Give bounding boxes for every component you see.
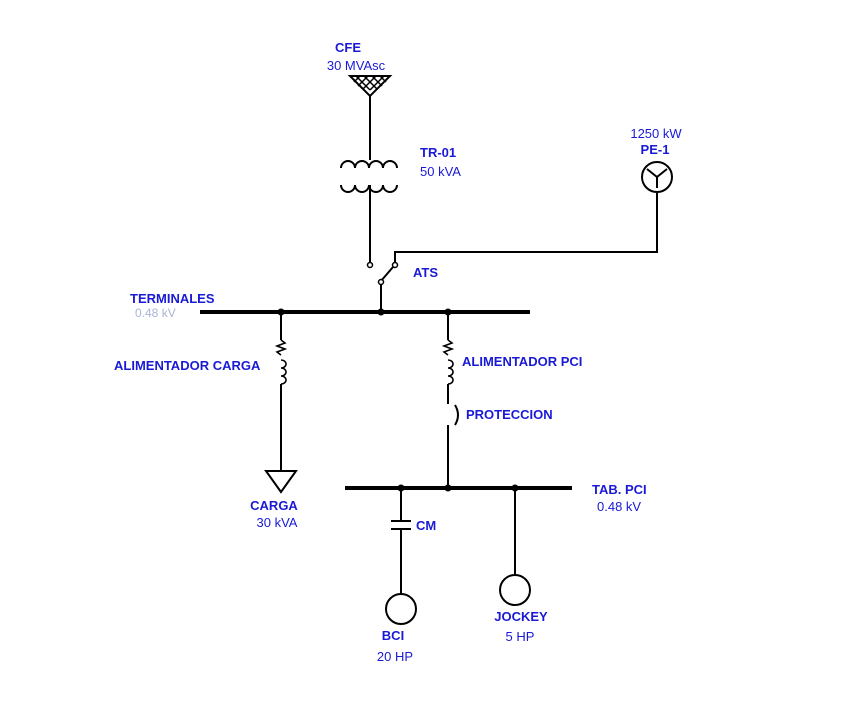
source-name: CFE — [335, 40, 361, 55]
protection-label: PROTECCION — [466, 407, 553, 422]
motor-bci-name: BCI — [382, 628, 404, 643]
generator-rating: 1250 kW — [630, 126, 682, 141]
feeder-load-name: ALIMENTADOR CARGA — [114, 358, 261, 373]
utility-source-symbol[interactable] — [347, 75, 393, 98]
feeder-pci-name: ALIMENTADOR PCI — [462, 354, 582, 369]
load-symbol[interactable] — [264, 470, 298, 494]
motor-bci-symbol[interactable] — [385, 593, 417, 625]
motor-bci-rating: 20 HP — [377, 649, 413, 664]
transformer-name: TR-01 — [420, 145, 456, 160]
pci-bus-voltage: 0.48 kV — [597, 499, 641, 514]
motor-jockey-rating: 5 HP — [506, 629, 535, 644]
feeder-pci-cable-symbol[interactable] — [441, 339, 455, 385]
protection-breaker-symbol[interactable] — [454, 404, 459, 426]
feeder-load-cable-symbol[interactable] — [274, 339, 288, 385]
motor-jockey-symbol[interactable] — [499, 574, 531, 606]
load-name: CARGA — [250, 498, 298, 513]
load-rating: 30 kVA — [257, 515, 298, 530]
main-bus-node-ats — [377, 308, 385, 316]
pci-bus-node-feeder — [444, 484, 452, 492]
main-bus-voltage: 0.48 kV — [135, 306, 176, 320]
ats-switch-symbol[interactable] — [366, 261, 399, 286]
ats-label: ATS — [413, 265, 438, 280]
motor-jockey-name: JOCKEY — [494, 609, 548, 624]
generator-conductor — [394, 192, 658, 262]
generator-symbol[interactable] — [641, 161, 673, 193]
capacitor-symbol[interactable] — [391, 520, 411, 530]
transformer-rating: 50 kVA — [420, 164, 461, 179]
source-rating: 30 MVAsc — [327, 58, 386, 73]
capacitor-label: CM — [416, 518, 436, 533]
generator-name: PE-1 — [641, 142, 670, 157]
pci-bus-name: TAB. PCI — [592, 482, 647, 497]
main-bus-name: TERMINALES — [130, 291, 215, 306]
